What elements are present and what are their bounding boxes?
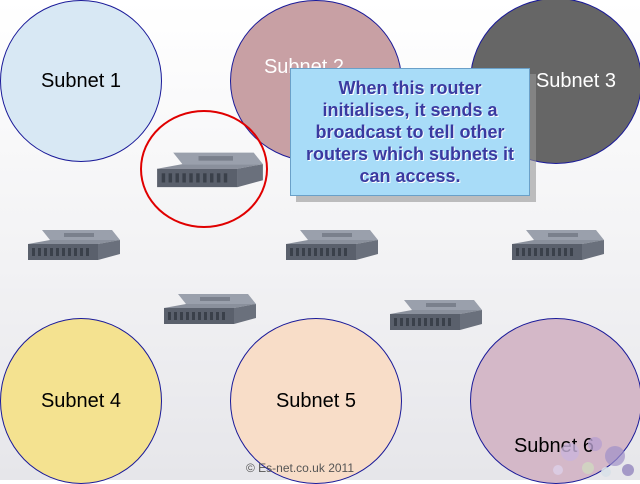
subnet-1-circle: Subnet 1 — [0, 0, 162, 162]
router-icon — [390, 300, 482, 330]
router-icon — [164, 294, 256, 324]
router-highlight-ring — [140, 110, 268, 228]
subnet-1-label: Subnet 1 — [40, 69, 122, 92]
copyright-footer: © Es-net.co.uk 2011 — [245, 461, 354, 475]
callout-box: When this router initialises, it sends a… — [290, 68, 530, 196]
router-icon — [512, 230, 604, 260]
decorative-bubbles-icon — [553, 437, 634, 477]
subnet-4-circle: Subnet 4 — [0, 318, 162, 484]
router-icon — [28, 230, 120, 260]
subnet-3-label: Subnet 3 — [535, 69, 617, 92]
subnet-5-circle: Subnet 5 — [230, 318, 402, 484]
subnet-4-label: Subnet 4 — [40, 389, 122, 412]
router-icon — [286, 230, 378, 260]
callout-text: When this router initialises, it sends a… — [305, 78, 515, 186]
subnet-5-label: Subnet 5 — [275, 389, 357, 412]
